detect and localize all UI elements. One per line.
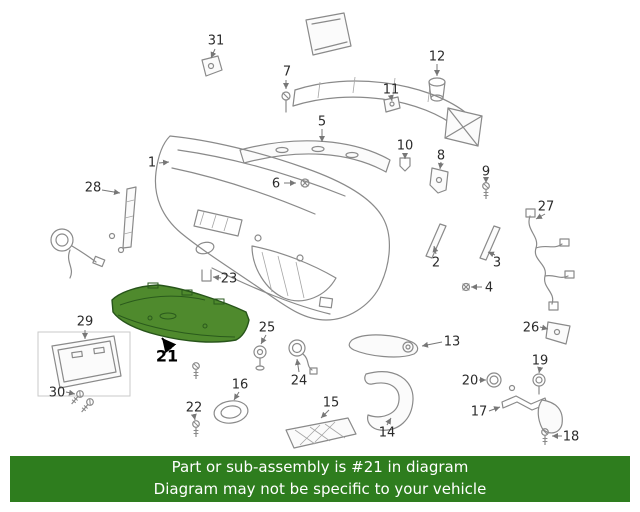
part-bracket-8	[429, 167, 449, 194]
callout-24[interactable]: 24	[290, 373, 308, 389]
callout-13[interactable]: 13	[443, 334, 461, 350]
callout-6[interactable]: 6	[271, 176, 281, 192]
part-retainer-20	[486, 372, 502, 388]
callout-25[interactable]: 25	[258, 320, 276, 336]
part-bracket-31	[201, 55, 223, 77]
callout-16[interactable]: 16	[231, 377, 249, 393]
callout-28[interactable]: 28	[84, 180, 102, 196]
part-impact-bar	[292, 76, 483, 147]
callout-15[interactable]: 15	[322, 395, 340, 411]
part-lower-grille-15	[285, 417, 357, 449]
part-bracket-17	[501, 384, 563, 434]
callout-2[interactable]: 2	[431, 255, 441, 271]
callout-30[interactable]: 30	[48, 385, 66, 401]
callout-29[interactable]: 29	[76, 314, 94, 330]
highlight-banner: Part or sub-assembly is #21 in diagram D…	[10, 456, 630, 502]
callout-12[interactable]: 12	[428, 49, 446, 65]
part-sensor-28	[50, 228, 125, 279]
leader-lines	[65, 48, 562, 439]
banner-line1: Part or sub-assembly is #21 in diagram	[171, 458, 469, 477]
part-wiring-harness-27	[525, 208, 575, 311]
part-bolt-7	[281, 91, 291, 113]
callout-7[interactable]: 7	[282, 64, 292, 80]
part-clip-10	[399, 157, 411, 172]
part-screw-22	[192, 420, 200, 438]
banner-line2: Diagram may not be specific to your vehi…	[153, 480, 487, 498]
part-plate-bracket-29	[37, 331, 131, 397]
callout-17[interactable]: 17	[470, 404, 488, 420]
callout-9[interactable]: 9	[481, 164, 491, 180]
callout-19[interactable]: 19	[531, 353, 549, 369]
callout-21-highlighted[interactable]: 21	[155, 346, 179, 366]
part-trim-strip-28	[122, 186, 137, 249]
callout-31[interactable]: 31	[207, 33, 225, 49]
callout-26[interactable]: 26	[522, 320, 540, 336]
callout-5[interactable]: 5	[317, 114, 327, 130]
callout-21-arrow	[161, 337, 177, 354]
callout-20[interactable]: 20	[461, 373, 479, 389]
callout-11[interactable]: 11	[382, 82, 400, 98]
callout-10[interactable]: 10	[396, 138, 414, 154]
part-screw-4	[461, 282, 471, 292]
part-skid-plate-21[interactable]	[111, 282, 250, 343]
callout-27[interactable]: 27	[537, 199, 555, 215]
part-bezel-16	[213, 400, 249, 424]
part-strip-3	[479, 225, 501, 261]
part-absorber-5	[239, 140, 391, 173]
callout-4[interactable]: 4	[484, 280, 494, 296]
callout-8[interactable]: 8	[436, 148, 446, 164]
part-bracket-13	[348, 334, 419, 358]
part-screw-9	[482, 182, 490, 200]
part-sensor-19	[532, 373, 546, 395]
part-duct-14	[364, 371, 414, 431]
part-grommet-25	[253, 345, 267, 371]
callout-3[interactable]: 3	[492, 255, 502, 271]
callout-23[interactable]: 23	[220, 271, 238, 287]
callout-18[interactable]: 18	[562, 429, 580, 445]
part-crash-can-left	[305, 12, 352, 56]
part-bracket-26	[545, 321, 571, 345]
callout-22[interactable]: 22	[185, 400, 203, 416]
part-parking-sensor-24	[288, 339, 318, 375]
part-screw-21-mount	[192, 362, 200, 380]
callout-14[interactable]: 14	[378, 425, 396, 441]
callout-1[interactable]: 1	[147, 155, 157, 171]
part-bumper-cover-1	[154, 135, 390, 321]
part-strip-2	[425, 223, 447, 259]
part-clip-23	[201, 269, 212, 282]
part-stop-12	[428, 77, 446, 102]
